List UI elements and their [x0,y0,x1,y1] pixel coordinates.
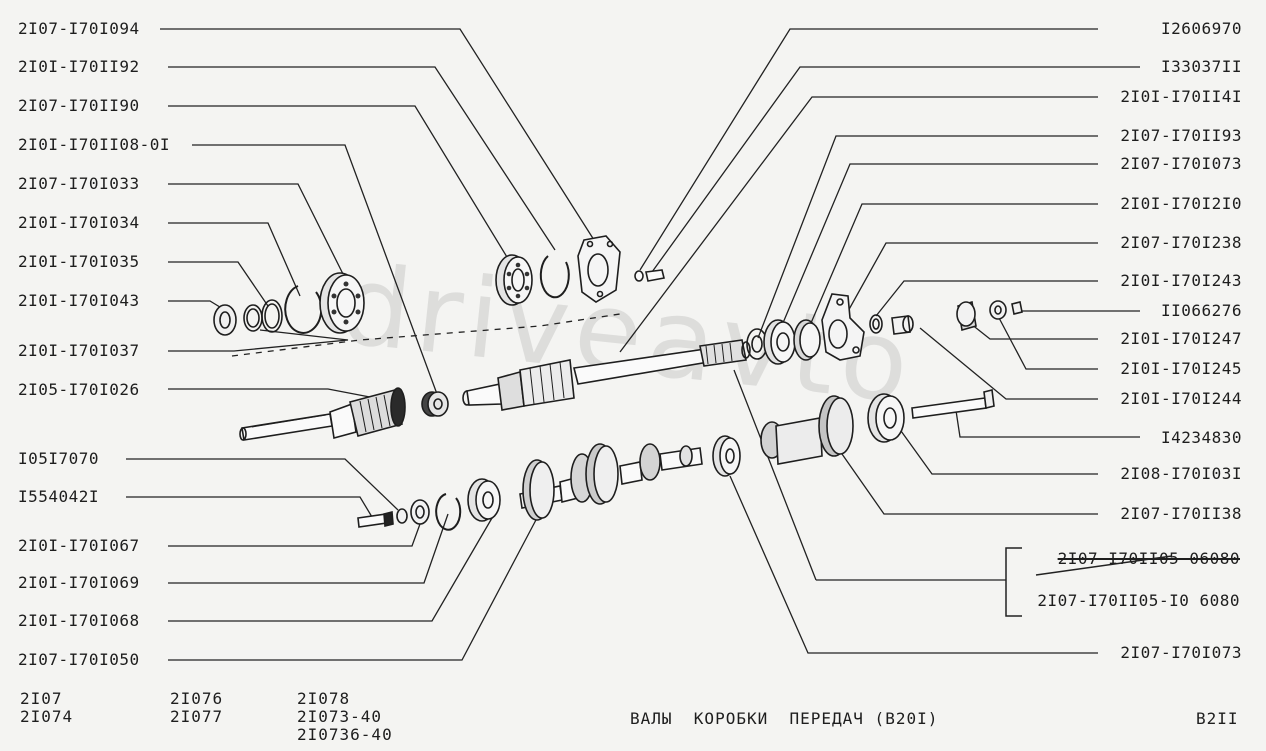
leader-line [954,403,1140,438]
needle-bearing [421,391,449,417]
part-label: 2I0I-I70I243 [1120,271,1242,290]
part-label: 2I07-I70I033 [18,174,140,193]
leader-line [757,135,1098,339]
model-code: 2I074 [20,707,74,726]
leader-line [619,96,1098,353]
model-code: 2I073-40 [297,707,383,726]
hidden-axis-line [231,313,621,357]
leader-line [168,523,421,547]
leader-line [192,144,438,395]
part-label: 2I0I-I70I247 [1120,329,1242,348]
counter-shaft [519,443,703,521]
part-label: I2606970 [1160,19,1242,38]
model-code: 2I076 [170,689,224,708]
part-label: 2I07-I70II93 [1120,126,1242,145]
leader-line [733,369,817,581]
leader-line [729,475,1098,654]
leader-line [168,105,511,263]
leader-line [639,28,1098,271]
reverse-gear-group [760,389,995,465]
counter-shaft-bearings [357,435,741,531]
part-label: 2I08-I70I03I [1120,464,1242,483]
leader-line [168,513,449,584]
input-bearing-group [213,272,365,336]
leader-line [997,315,1098,370]
leader-line [807,203,1098,331]
leader-line [841,242,1098,323]
leader-line [895,423,1098,475]
leader-line [168,66,556,251]
leader-line [126,458,399,511]
part-label: 2I0I-I70I037 [18,341,140,360]
part-label: 2I07-I70I238 [1120,233,1242,252]
model-code: 2I077 [170,707,224,726]
part-label: 2I0I-I70I035 [18,252,140,271]
model-code: 2I078 [297,689,351,708]
model-code: 2I07 [20,689,63,708]
part-label: 2I0I-I70I245 [1120,359,1242,378]
part-label: 2I07-I70I073 [1120,643,1242,662]
part-label: I33037II [1160,57,1242,76]
part-label: I05I7070 [18,449,100,468]
part-label: 2I0I-I70I043 [18,291,140,310]
part-label: 2I07-I70II90 [18,96,140,115]
leader-line [168,388,376,399]
page-code: В2II [1196,709,1239,728]
leader-line [168,261,269,307]
models-col3: 2I078 2I073-40 2I0736-40 [297,690,393,744]
leader-line [160,28,595,241]
leader-line [651,66,1140,273]
leader-line [875,280,1098,317]
part-label: 2I0I-I70II08-0I [18,135,170,154]
part-label: 2I07-I70I050 [18,650,140,669]
upper-bearing-group [495,235,665,306]
leader-line [168,183,349,285]
leader-line [168,517,493,622]
part-label: 2I0I-I70I068 [18,611,140,630]
leader-line [168,329,349,352]
output-bearing-group [746,293,1023,365]
part-label: 2I0I-I70I034 [18,213,140,232]
models-col1: 2I07 2I074 [20,690,73,726]
part-label: 2I0I-I70I2I0 [1120,194,1242,213]
leader-line [126,496,373,518]
part-label: 2I0I-I70I067 [18,536,140,555]
leader-line [168,222,301,297]
part-label: 2I05-I70I026 [18,380,140,399]
leader-line [841,453,1098,515]
leader-line [779,163,1098,331]
leader-line [919,327,1098,400]
part-label: 2I07-I70II38 [1120,504,1242,523]
part-label: 2I07-I70II05-I0 6080 [1037,591,1240,610]
part-label: 2I07-I70II05 06080 [1057,549,1240,568]
part-label: 2I0I-I70I069 [18,573,140,592]
part-label: II066276 [1160,301,1242,320]
secondary-shaft [462,339,751,411]
diagram-title: ВАЛЫ КОРОБКИ ПЕРЕДАЧ (В20I) [630,709,939,728]
part-label: I4234830 [1160,428,1242,447]
model-code: 2I0736-40 [297,725,393,744]
leader-line [168,517,538,661]
models-col2: 2I076 2I077 [170,690,223,726]
part-label: 2I0I-I70II92 [18,57,140,76]
part-label: 2I07-I70I094 [18,19,140,38]
part-label: 2I0I-I70II4I [1120,87,1242,106]
part-label: 2I0I-I70I244 [1120,389,1242,408]
part-label: 2I07-I70I073 [1120,154,1242,173]
part-label: I554042I [18,487,100,506]
input-shaft [239,387,406,441]
